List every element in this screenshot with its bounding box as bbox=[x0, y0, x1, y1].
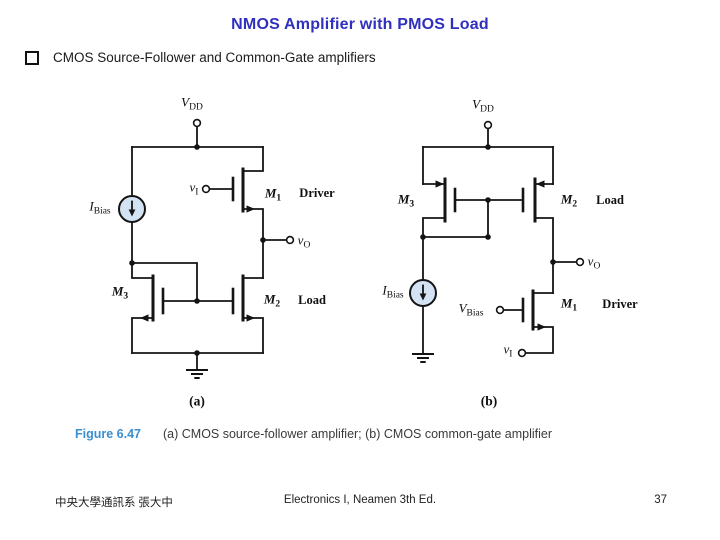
current-source-b bbox=[409, 279, 437, 307]
figure-caption-text: (a) CMOS source-follower amplifier; (b) … bbox=[163, 427, 552, 441]
label-m1-a: M1 bbox=[264, 185, 282, 204]
label-vo-a: vO bbox=[297, 232, 311, 251]
vi-terminal-b bbox=[517, 348, 527, 358]
vbias-terminal-b bbox=[495, 305, 505, 315]
bullet-square-icon bbox=[25, 50, 39, 65]
transistor-m2-a bbox=[231, 274, 255, 322]
label-m2-b: M2 bbox=[560, 191, 578, 210]
footer-department: 中央大學通訊系 張大中 bbox=[55, 497, 173, 509]
vdd-terminal-a bbox=[192, 118, 202, 128]
transistor-m3-a bbox=[140, 274, 165, 322]
ground-symbol-b bbox=[412, 353, 434, 363]
circuit-b-wires bbox=[422, 128, 577, 354]
transistor-m1-b bbox=[521, 289, 546, 331]
figure-caption-number: Figure 6.47 bbox=[75, 427, 141, 441]
label-vdd-b: VDD bbox=[472, 96, 494, 115]
page-title: NMOS Amplifier with PMOS Load bbox=[231, 16, 489, 33]
bullet-item: CMOS Source-Follower and Common-Gate amp… bbox=[25, 50, 376, 65]
circuit-schematics bbox=[118, 118, 585, 379]
label-vbias-b: VBias bbox=[458, 300, 484, 319]
junction-dots-a bbox=[129, 144, 266, 356]
terminals-a bbox=[192, 118, 295, 245]
vi-terminal-a bbox=[201, 184, 211, 194]
label-ibias-a: IBias bbox=[89, 198, 111, 217]
transistor-m1-a bbox=[231, 167, 255, 213]
label-driver-a: Driver bbox=[299, 185, 335, 200]
terminals-b bbox=[483, 120, 585, 358]
label-vi-b: vI bbox=[503, 341, 513, 360]
current-source-a bbox=[118, 195, 146, 223]
vo-terminal-a bbox=[285, 235, 295, 245]
label-m2-a: M2 bbox=[263, 291, 281, 310]
panel-label-a: (a) bbox=[189, 393, 205, 409]
junction-dots-b bbox=[420, 144, 556, 265]
label-vi-a: vI bbox=[189, 179, 199, 198]
panel-label-b: (b) bbox=[480, 393, 498, 409]
vdd-terminal-b bbox=[483, 120, 493, 130]
label-ibias-b: IBias bbox=[382, 282, 404, 301]
figure-caption: Figure 6.47 (a) CMOS source-follower amp… bbox=[75, 427, 552, 441]
label-load-a: Load bbox=[298, 292, 326, 307]
label-m3-a: M3 bbox=[111, 283, 129, 302]
label-load-b: Load bbox=[596, 192, 624, 207]
label-driver-b: Driver bbox=[602, 296, 638, 311]
circuit-a-wires bbox=[131, 126, 287, 370]
vo-terminal-b bbox=[575, 257, 585, 267]
label-vdd-a: VDD bbox=[181, 94, 203, 113]
circuit-figure: VDD IBias vI vO M1 Driver M3 M2 Load (a)… bbox=[0, 92, 720, 422]
ground-symbol-a bbox=[186, 369, 208, 379]
footer-page-number: 37 bbox=[654, 494, 667, 506]
footer-course: Electronics I, Neamen 3th Ed. bbox=[283, 494, 437, 506]
bullet-text: CMOS Source-Follower and Common-Gate amp… bbox=[53, 50, 376, 65]
label-m3-b: M3 bbox=[397, 191, 415, 210]
transistor-m2-b bbox=[521, 177, 545, 223]
label-m1-b: M1 bbox=[560, 295, 578, 314]
label-vo-b: vO bbox=[587, 253, 601, 272]
transistor-m3-b bbox=[435, 177, 457, 223]
